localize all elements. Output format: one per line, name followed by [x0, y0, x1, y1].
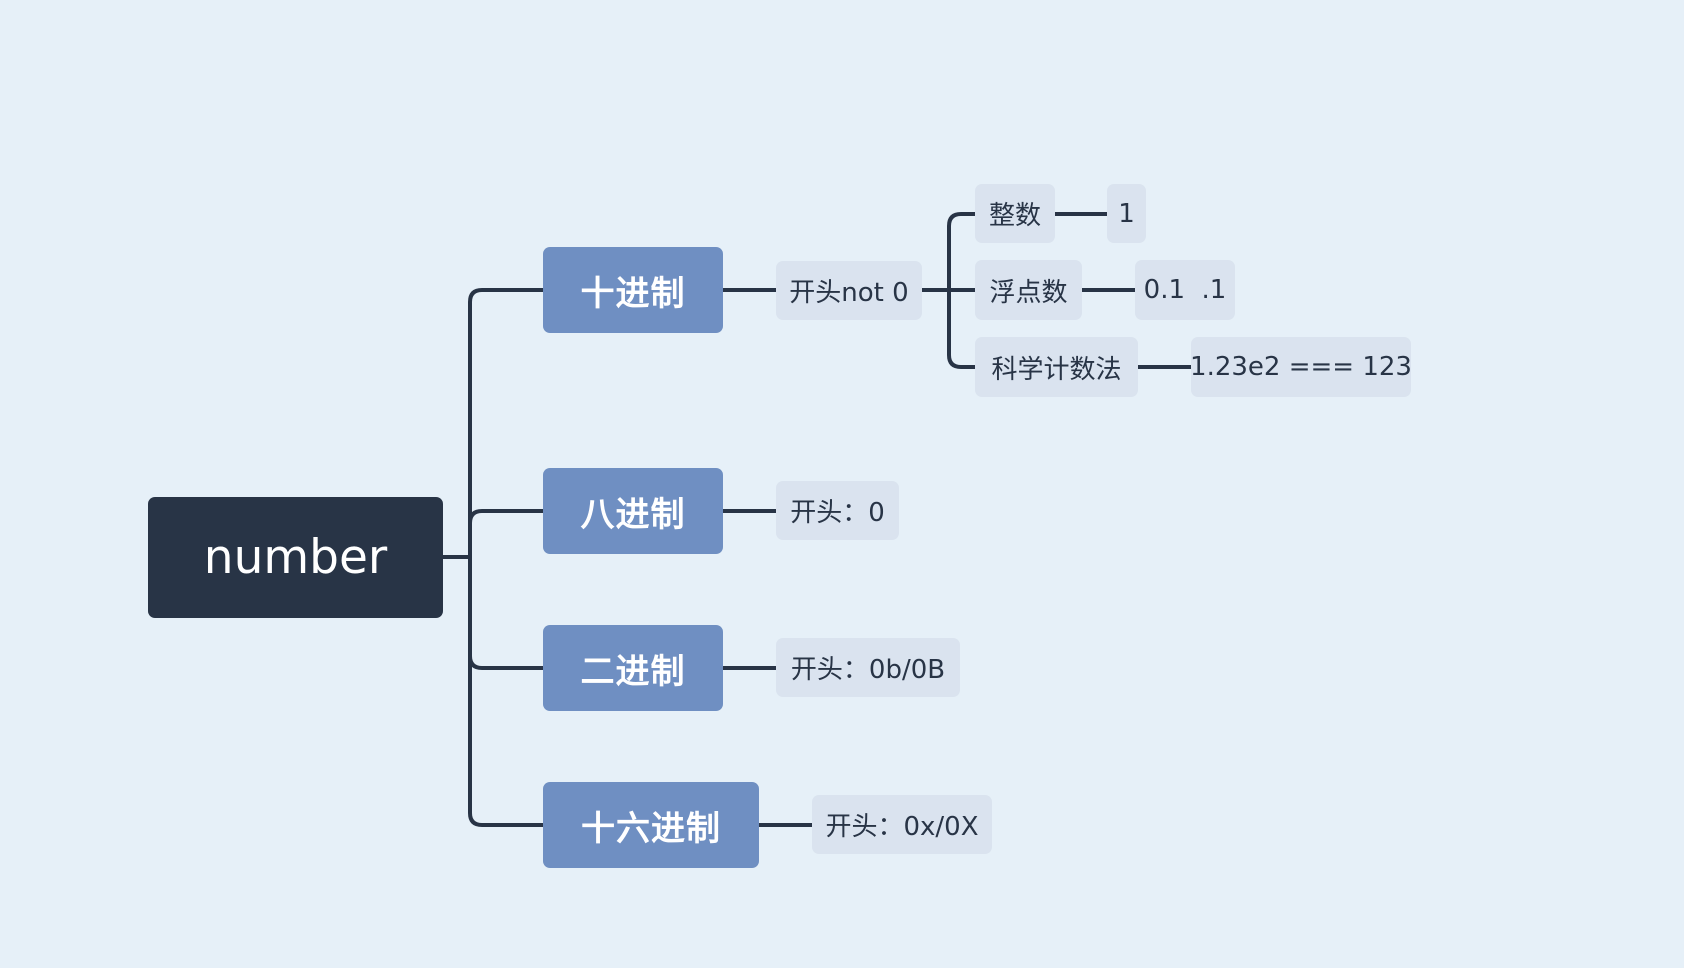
node-label: 开头not 0: [789, 278, 909, 308]
node-label: 整数: [988, 201, 1041, 231]
decimal-prefix-node[interactable]: 开头not 0: [776, 261, 922, 320]
scientific-example-node[interactable]: 1.23e2 === 123: [1190, 337, 1412, 397]
connector-root-to-decimal: [468, 288, 543, 557]
octal-prefix-node[interactable]: 开头：0: [776, 481, 899, 540]
branch-node-hex[interactable]: 十六进制: [543, 782, 759, 868]
root-node-label: number: [203, 530, 388, 585]
connector-root-to-binary: [468, 557, 543, 670]
float-example-node[interactable]: 0.1 .1: [1135, 260, 1235, 320]
scientific-notation-node[interactable]: 科学计数法: [975, 337, 1138, 397]
node-label: 开头：0: [790, 498, 885, 528]
branch-node-label: 二进制: [580, 651, 686, 692]
hex-prefix-node[interactable]: 开头：0x/0X: [812, 795, 992, 854]
node-label: 1: [1118, 198, 1135, 229]
connector-prefix-to-integer: [947, 212, 975, 290]
branch-node-decimal[interactable]: 十进制: [543, 247, 723, 333]
node-label: 开头：0x/0X: [825, 812, 979, 842]
node-label: 0.1 .1: [1143, 275, 1227, 305]
branch-node-octal[interactable]: 八进制: [543, 468, 723, 554]
node-label: 科学计数法: [991, 354, 1122, 385]
integer-example-node[interactable]: 1: [1107, 184, 1146, 243]
branch-node-label: 八进制: [580, 494, 686, 535]
connector-root-to-hex: [468, 557, 543, 827]
node-label: 1.23e2 === 123: [1190, 352, 1412, 382]
branch-node-label: 十进制: [580, 273, 686, 314]
root-node[interactable]: number: [148, 497, 443, 618]
node-label: 浮点数: [989, 277, 1068, 308]
integer-node[interactable]: 整数: [975, 184, 1055, 243]
node-label: 开头：0b/0B: [790, 655, 946, 685]
branch-node-binary[interactable]: 二进制: [543, 625, 723, 711]
binary-prefix-node[interactable]: 开头：0b/0B: [776, 638, 960, 697]
float-node[interactable]: 浮点数: [975, 260, 1082, 320]
branch-node-label: 十六进制: [581, 808, 721, 849]
connector-root-to-octal: [468, 509, 543, 557]
connector-prefix-to-scientific: [947, 290, 975, 369]
